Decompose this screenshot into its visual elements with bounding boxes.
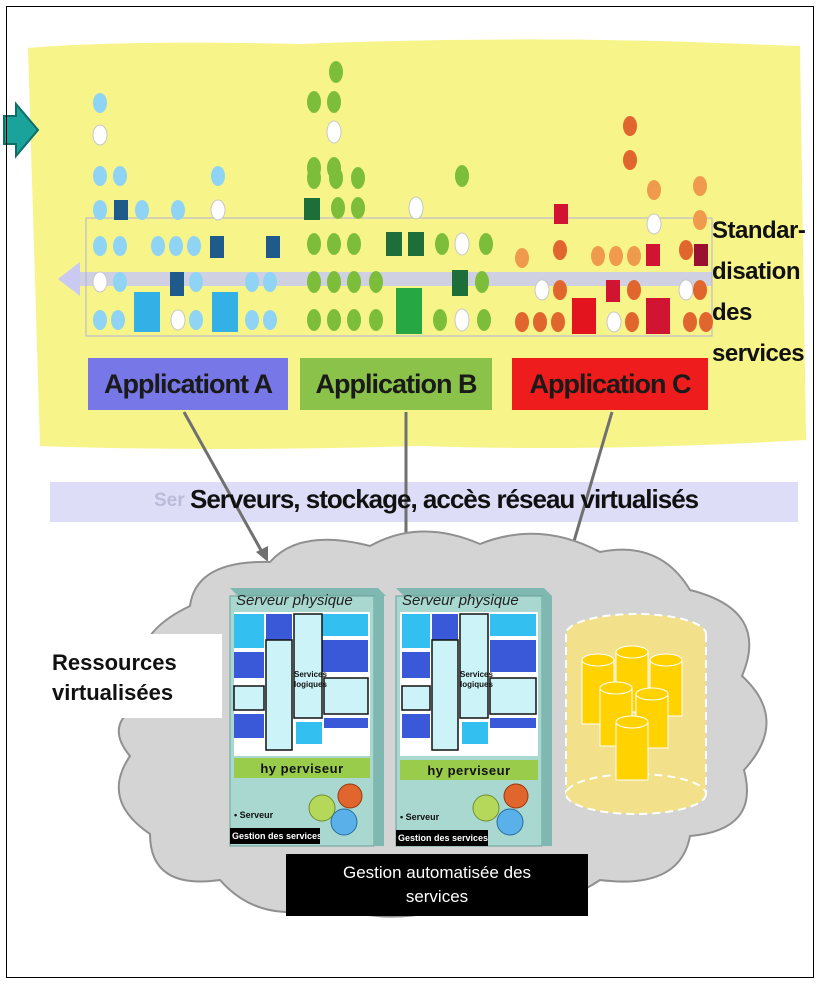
virtualized-band xyxy=(50,482,798,522)
stack-label-line: Services xyxy=(294,670,327,679)
service-grid-frame xyxy=(85,217,713,337)
standardisation-line: services xyxy=(712,340,805,367)
resources-line: virtualisées xyxy=(52,680,174,705)
standardisation-line: disation xyxy=(712,258,801,285)
standardisation-label: Standar- disation des services xyxy=(712,210,816,374)
virtualized-band-label: Serveurs, stockage, accès réseau virtual… xyxy=(190,484,699,514)
stack-label-line: logiques xyxy=(294,680,327,689)
application-c-services xyxy=(515,116,713,334)
hypervisor-label: hy perviseur xyxy=(400,760,538,780)
standardisation-arrow-head xyxy=(58,262,80,296)
standardisation-line: des xyxy=(712,299,752,326)
application-b-label: Application B xyxy=(300,358,492,410)
hypervisor-label: hy perviseur xyxy=(234,758,370,778)
stack-label-line: logiques xyxy=(460,680,493,689)
automated-management-box: Gestion automatisée des services xyxy=(286,854,588,916)
virtualized-band-ghost-text: Ser xyxy=(154,490,185,511)
application-a-label: Applicationt A xyxy=(88,358,288,410)
automated-management-line: services xyxy=(405,887,469,906)
application-b-services xyxy=(304,61,493,334)
stack-label: Services logiques xyxy=(460,670,493,690)
application-a-services xyxy=(92,93,280,332)
resources-label-box xyxy=(40,634,222,718)
storage-array xyxy=(565,613,707,815)
server-bullet: • Serveur xyxy=(400,812,440,822)
page-border xyxy=(6,6,814,978)
stack-label: Services logiques xyxy=(294,670,327,690)
stack-label-line: Services xyxy=(460,670,493,679)
physical-server-2 xyxy=(395,588,552,847)
resources-line: Ressources xyxy=(52,650,177,675)
resources-label: Ressources virtualisées xyxy=(52,648,177,708)
standardisation-arrow-shaft xyxy=(72,272,712,286)
entry-arrow xyxy=(3,101,40,159)
standardisation-line: Standar- xyxy=(712,217,806,244)
services-management-bar: Gestion des services xyxy=(230,828,320,844)
server-title: Serveur physique xyxy=(402,592,519,609)
server-title: Serveur physique xyxy=(236,592,353,609)
application-c-label: Application C xyxy=(512,358,708,410)
services-management-bar: Gestion des services xyxy=(396,830,488,846)
automated-management-line: Gestion automatisée des xyxy=(342,863,532,882)
server-bullet: • Serveur xyxy=(234,810,274,820)
physical-server-1 xyxy=(229,588,386,847)
